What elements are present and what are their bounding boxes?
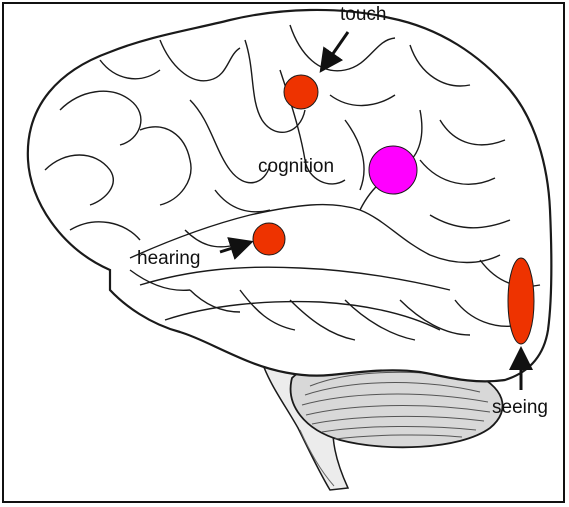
cognition-label: cognition <box>258 156 334 177</box>
hearing-label: hearing <box>137 248 200 269</box>
cognition-region <box>368 145 418 195</box>
brain-folds <box>44 24 541 341</box>
touch-label: touch <box>340 4 386 25</box>
touch-region <box>283 74 319 110</box>
cerebrum-outline <box>26 8 553 383</box>
hearing-arrow-icon <box>219 237 254 260</box>
hearing-region <box>252 222 286 256</box>
touch-arrow-icon <box>319 31 350 73</box>
seeing-region <box>507 257 535 345</box>
cerebellum-folds <box>301 371 491 440</box>
seeing-label: seeing <box>492 397 548 418</box>
